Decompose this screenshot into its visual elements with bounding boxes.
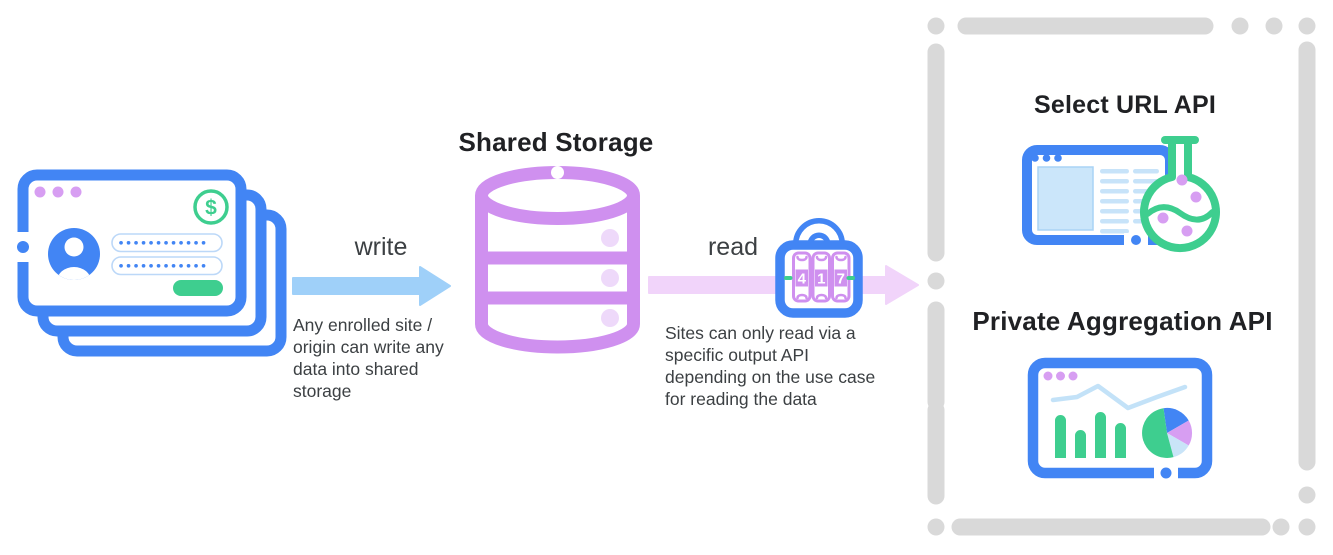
top-stroke-gap [551,166,564,179]
disk-dot [601,269,619,287]
bar-chart [1055,412,1126,458]
user-avatar-icon [48,228,100,280]
stacked-browser-windows-icon: $ [15,169,287,357]
border-dot [1131,235,1141,245]
shared-storage-database-icon [475,166,640,354]
read-caption: Sites can only read via a specific outpu… [665,323,876,409]
liquid-wave [1144,204,1216,223]
output-apis-panel-border [927,17,1316,536]
pie-chart [1142,407,1193,458]
private-aggregation-api-icon [1027,357,1213,480]
select-url-api-icon [1022,136,1220,253]
submit-button-shape [173,280,223,296]
password-field [111,256,223,276]
disk-dot [601,229,619,247]
select-url-api-title: Select URL API [1033,91,1217,119]
window-control-dots-icon [34,186,82,198]
line-chart [1050,383,1188,411]
cylinder-top [475,166,640,225]
lock-digit: 7 [837,271,845,288]
partial-digits [796,255,847,300]
digit-rollers: 4 1 7 [792,251,851,303]
combination-lock-icon: 4 1 7 [775,218,863,318]
write-caption: Any enrolled site / origin can write any… [293,315,444,401]
read-label: read [707,233,759,261]
border-dot [17,241,29,253]
window-control-dots-icon [1043,371,1078,381]
bubble-dots [1157,174,1202,237]
dollar-sign-icon: $ [193,189,229,225]
write-label: write [354,233,408,261]
svg-text:$: $ [205,197,217,220]
cylinder-body [475,195,640,354]
enrolled-sites-icon: $ [15,169,287,357]
password-field [111,233,223,253]
lock-digit: 4 [798,271,807,288]
disk-dot [601,309,619,327]
lock-digits: 4 1 7 [798,271,845,288]
window-control-dots-icon [1031,154,1062,162]
shackle-inner [798,223,840,257]
private-aggregation-api-title: Private Aggregation API [972,306,1273,336]
lock-digit: 1 [817,271,825,288]
content-block [1037,166,1094,231]
border-dot [1160,467,1172,479]
shared-storage-title: Shared Storage [458,127,654,157]
write-arrow-icon [292,266,451,306]
flask-icon [1140,136,1220,253]
